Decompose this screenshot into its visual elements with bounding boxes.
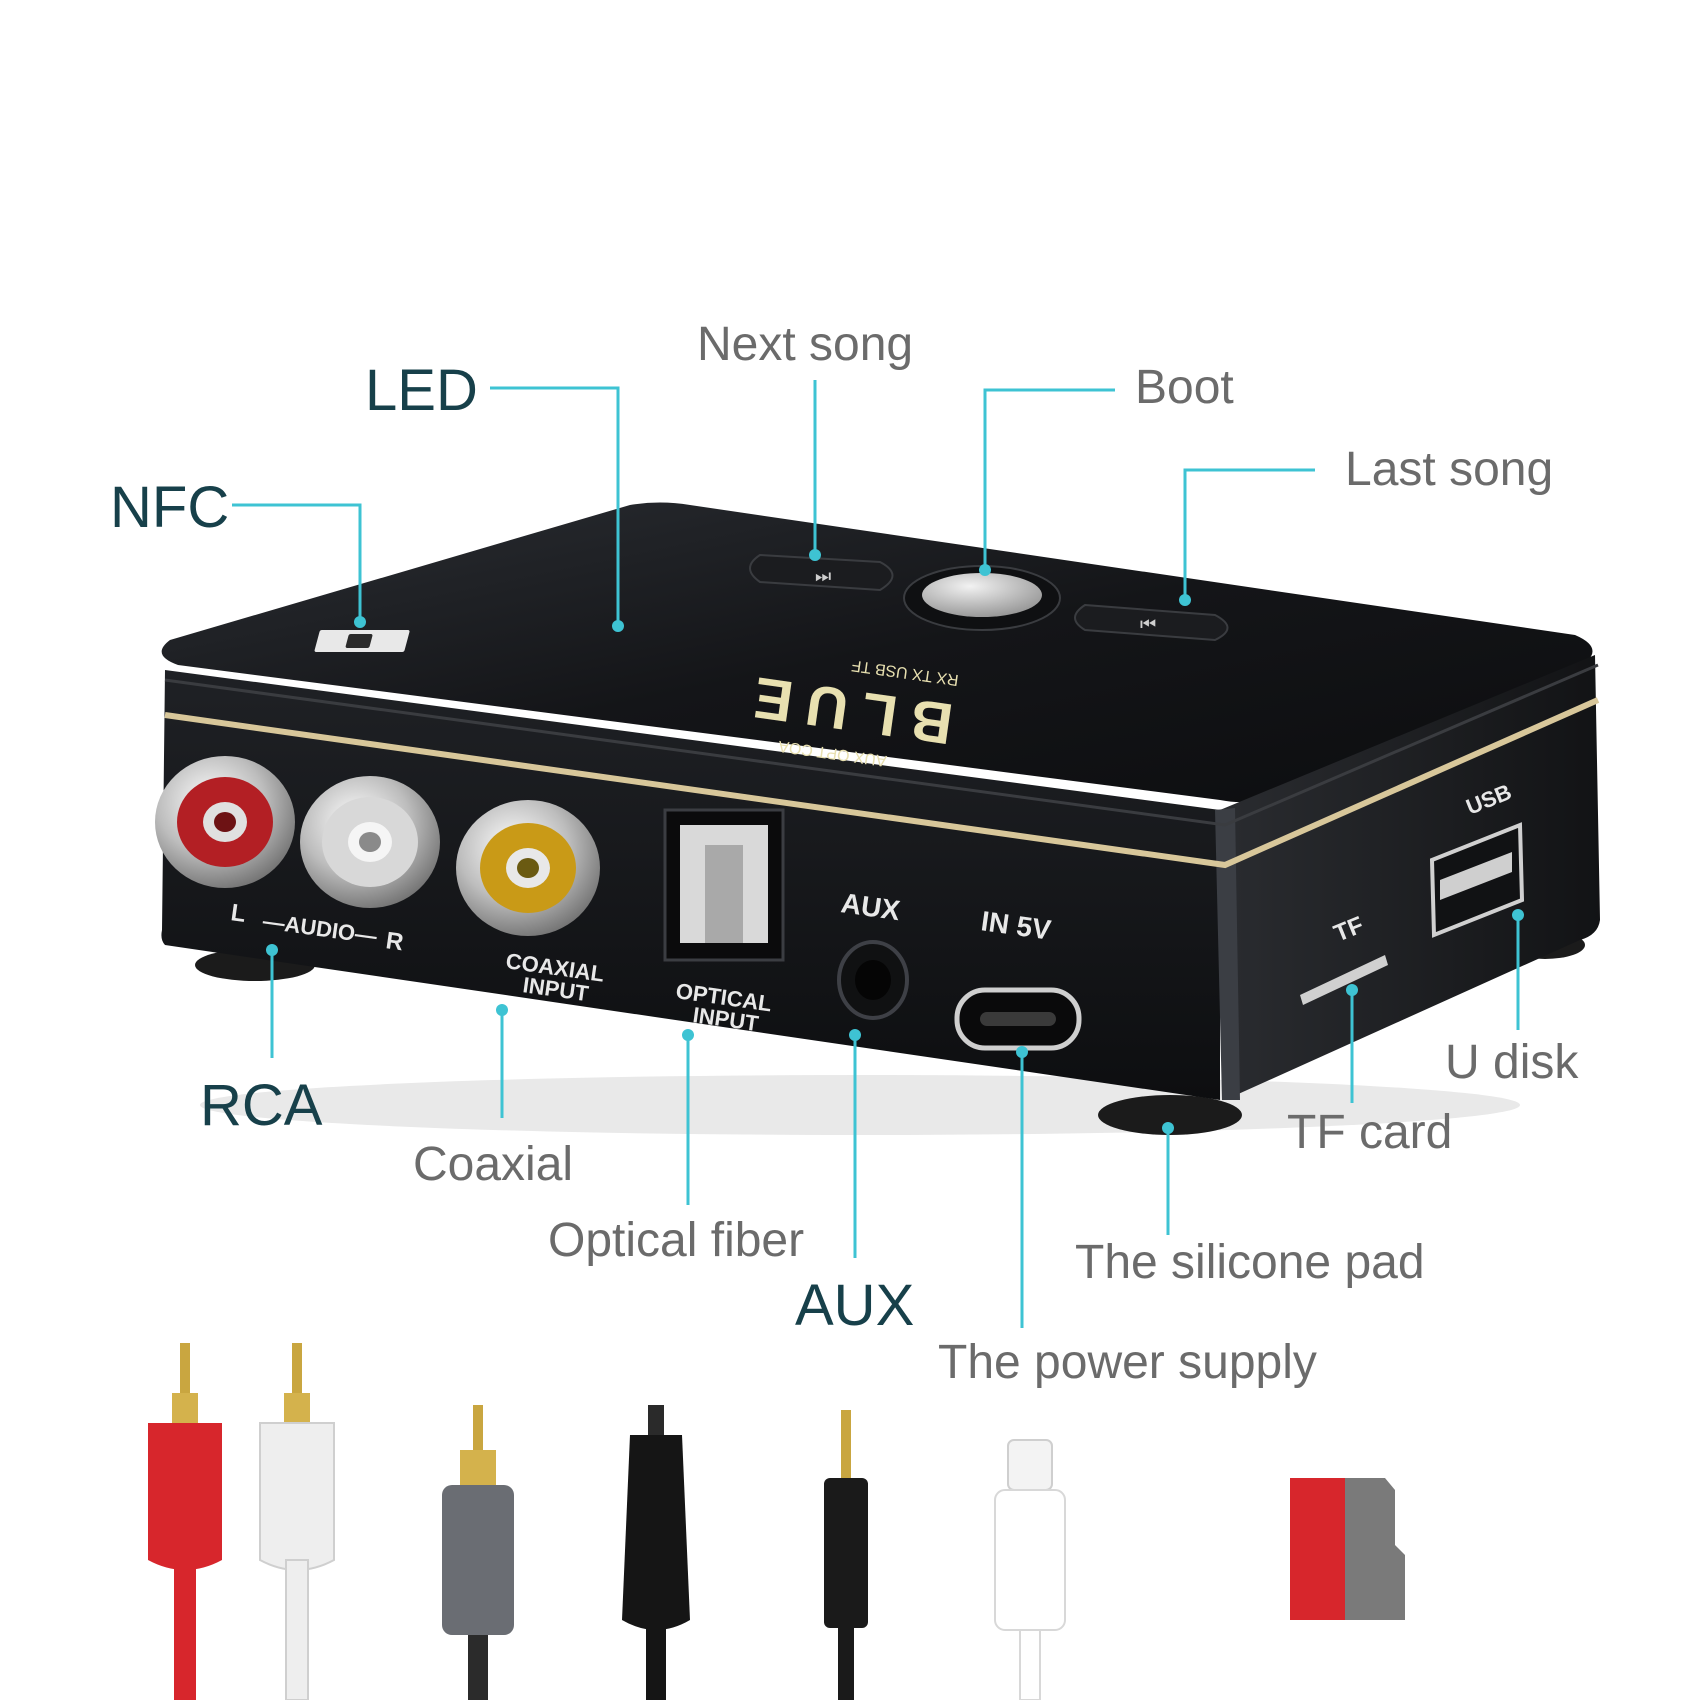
usb-c-port [954, 987, 1082, 1051]
rca-red-plug [148, 1343, 222, 1700]
label-u-disk: U disk [1445, 1036, 1579, 1089]
gold-trim [164, 697, 1600, 869]
label-silicone-pad: The silicone pad [1075, 1236, 1425, 1289]
label-nfc: NFC [110, 475, 229, 540]
print-audio-r: R [384, 927, 405, 956]
callout-lines [232, 380, 1520, 1328]
usb-port [1429, 822, 1525, 938]
label-rca: RCA [200, 1073, 323, 1138]
usb-c-plug [994, 1439, 1066, 1700]
accessories [148, 1343, 1405, 1700]
label-optical-fiber: Optical fiber [548, 1214, 804, 1267]
line-boot [983, 388, 1115, 570]
label-last-song: Last song [1345, 443, 1553, 496]
line-led [490, 386, 620, 626]
prev-track-icon: ⏮ [1140, 614, 1156, 635]
prev-track-button[interactable]: ⏮ [1074, 603, 1229, 642]
rca-white-plug [259, 1343, 335, 1700]
boot-button[interactable] [903, 565, 1061, 631]
label-boot: Boot [1135, 361, 1234, 414]
device-top [161, 502, 1593, 803]
aux-jack [837, 940, 909, 1020]
label-aux: AUX [795, 1273, 914, 1338]
line-last-song [1183, 468, 1315, 600]
tf-slot [1300, 955, 1388, 1005]
label-tf-card: TF card [1287, 1106, 1452, 1159]
tf-card [1290, 1478, 1405, 1620]
label-power-supply: The power supply [938, 1336, 1317, 1389]
aux-plug [824, 1410, 868, 1700]
nfc-icon [314, 630, 410, 652]
optical-jack [663, 808, 785, 962]
next-track-button[interactable]: ⏭ [749, 553, 894, 592]
led-display: BLUE RX TX USB TF AUX OPT COA [736, 656, 960, 769]
power-button-icon [922, 573, 1042, 617]
print-audio-l: L [229, 899, 247, 928]
label-coaxial: Coaxial [413, 1138, 573, 1191]
label-led: LED [365, 358, 478, 423]
line-nfc [232, 503, 362, 622]
silicone-pad-foot [1098, 1095, 1242, 1135]
label-next-song: Next song [697, 318, 913, 371]
rca-left-jack [155, 756, 295, 888]
coaxial-plug [442, 1405, 514, 1700]
device: ⏭ ⏮ BLUE RX TX USB TF AUX OPT COA [155, 502, 1600, 1135]
coaxial-jack [456, 800, 600, 936]
next-track-icon: ⏭ [815, 566, 831, 587]
rca-right-jack [300, 776, 440, 908]
callout-dots [266, 549, 1524, 1134]
optical-plug [622, 1405, 690, 1700]
